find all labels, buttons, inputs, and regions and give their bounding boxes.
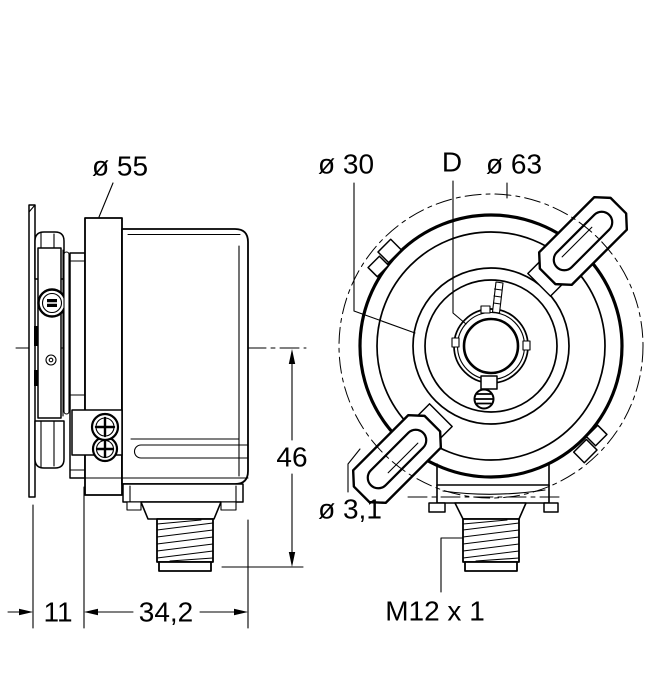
housing-body xyxy=(121,228,249,503)
dim-label-flange-diameter: ø 55 xyxy=(92,151,148,182)
clamp-bracket xyxy=(71,409,123,463)
m12-connector-front xyxy=(407,462,563,572)
side-view: ø 55 46 11 34,2 xyxy=(7,151,308,629)
spring-tether-tab-top xyxy=(527,195,629,297)
dim-label-connector-thread: M12 x 1 xyxy=(385,596,485,627)
dim-label-flange-depth: 11 xyxy=(43,597,72,628)
shaft-bore xyxy=(462,317,520,375)
clamp-jaws-upper-left xyxy=(367,238,403,278)
dim-label-shaft-bore: D xyxy=(442,147,462,178)
dim-label-height: 46 xyxy=(276,442,307,473)
thread-hatching xyxy=(156,519,214,562)
clamp-screw-upper xyxy=(90,412,120,442)
front-view-labels: ø 30 D ø 63 ø 3,1 M12 x 1 xyxy=(318,147,542,627)
thread-hatching-front xyxy=(462,519,520,562)
dim-label-outer-diameter: ø 63 xyxy=(486,149,542,180)
dim-label-tether-hole: ø 3,1 xyxy=(318,494,382,525)
m12-connector-side xyxy=(126,501,237,572)
set-screw-slot xyxy=(491,281,504,314)
clamp-jaws-lower-right xyxy=(572,424,608,464)
face-collar-outer xyxy=(412,267,570,425)
dim-flange-diameter: ø 55 xyxy=(92,151,148,218)
hub-clamp-screw xyxy=(473,375,498,410)
dim-height: 46 xyxy=(221,349,308,568)
outer-diameter-centerline-circle xyxy=(338,193,644,499)
dim-label-face-diameter: ø 30 xyxy=(318,149,374,180)
spring-tether-tab-bottom xyxy=(351,403,453,505)
body-circle xyxy=(376,231,606,461)
dim-depths: 11 34,2 xyxy=(7,486,249,629)
dim-label-body-depth: 34,2 xyxy=(139,597,194,628)
tether-screw xyxy=(37,288,67,318)
front-view: ø 30 D ø 63 ø 3,1 M12 x 1 xyxy=(318,147,644,627)
face-collar-inner xyxy=(424,279,558,413)
shaft-hub xyxy=(451,281,531,410)
clamp-ring xyxy=(358,213,624,479)
